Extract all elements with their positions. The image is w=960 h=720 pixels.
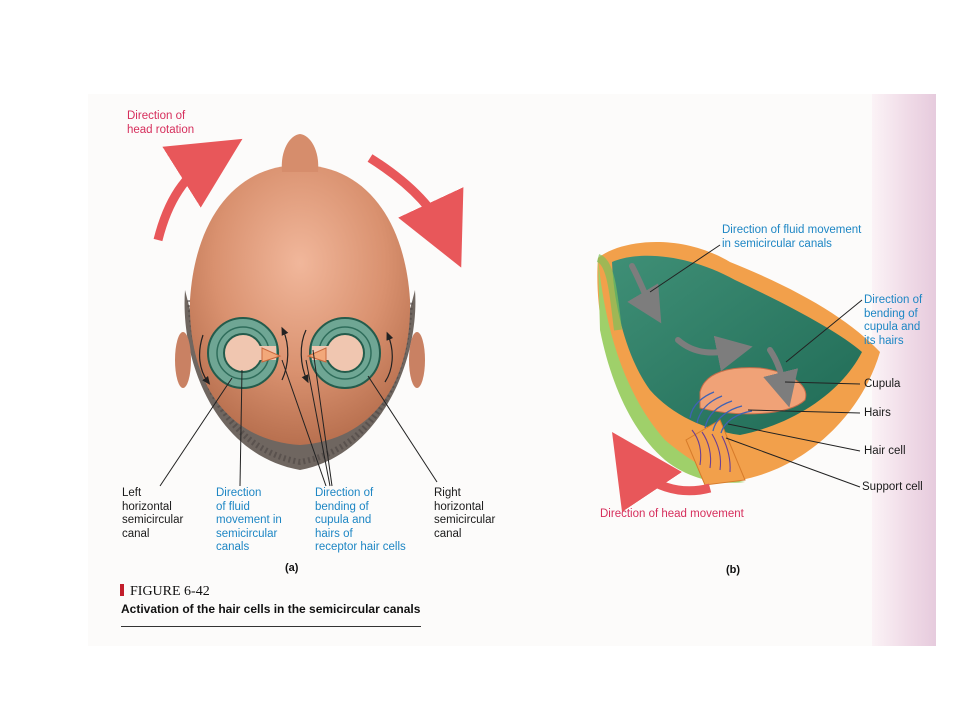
- left-horizontal-canal: [198, 317, 289, 389]
- head-top-view: [175, 134, 425, 470]
- fluid-movement-label: Direction of fluid movement in semicircu…: [216, 487, 282, 553]
- support-cell-label: Support cell: [862, 481, 923, 493]
- panel-b-tag: (b): [726, 564, 741, 576]
- hairs-label: Hairs: [864, 407, 891, 419]
- head-movement-arrow: [612, 432, 712, 512]
- head-rotation-label: Direction of head rotation: [127, 110, 195, 136]
- left-canal-label: Left horizontal semicircular canal: [122, 487, 184, 540]
- panel-a-leader-lines: [159, 349, 438, 487]
- right-canal-label: Right horizontal semicircular canal: [434, 487, 496, 540]
- cupula-label: Cupula: [864, 378, 901, 390]
- panel-b-leader-lines: [649, 244, 863, 488]
- caption-rule: [121, 626, 421, 627]
- scan-edge: [872, 94, 936, 646]
- fluid-direction-arrows: [627, 263, 799, 408]
- figure-number: FIGURE 6-42: [120, 584, 210, 600]
- cupula-bending-label: Direction of bending of cupula and hairs…: [315, 487, 406, 553]
- panel-a-tag: (a): [285, 562, 299, 574]
- hair-cell-label: Hair cell: [864, 445, 906, 457]
- head-movement-label: Direction of head movement: [600, 508, 744, 520]
- head-rotation-arrows: [153, 138, 464, 268]
- fluid-direction-label: Direction of fluid movement in semicircu…: [722, 224, 862, 250]
- figure-caption: Activation of the hair cells in the semi…: [121, 602, 421, 616]
- bending-direction-label: Direction of bending of cupula and its h…: [864, 294, 923, 347]
- right-horizontal-canal: [300, 317, 394, 389]
